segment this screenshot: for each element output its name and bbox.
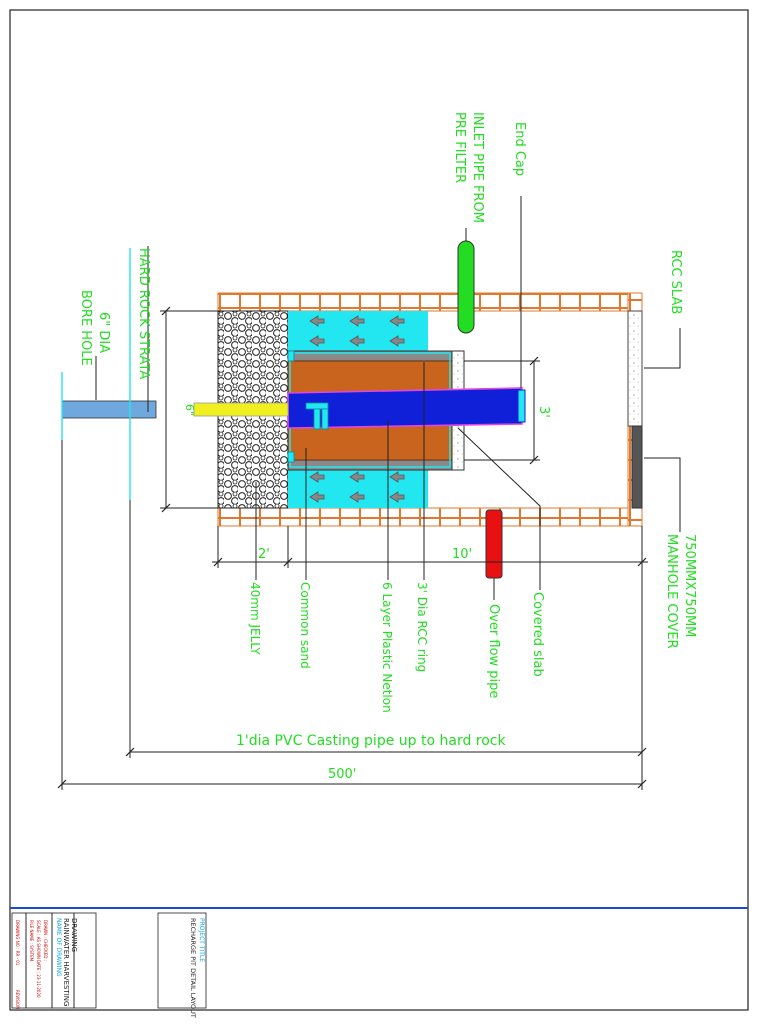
- bore-hole: [61, 400, 157, 419]
- label-manhole-cover-2: MANHOLE COVER: [664, 534, 679, 649]
- tb-scale: SCALE : AS SHOWN: [36, 920, 41, 959]
- rcc-slab: [627, 310, 643, 427]
- pit-top-brick-wall: [217, 292, 643, 312]
- manhole-cover: [631, 425, 643, 509]
- tb-drawing-line2: DRAWING: [70, 918, 78, 952]
- overflow-pipe: [485, 509, 503, 579]
- sheet-border: [9, 9, 749, 1011]
- tb-drawing-no: DRAWING NO : RR - 01: [15, 920, 20, 966]
- tb-project-head: PROJECT TITLE: [198, 918, 205, 962]
- label-inlet-pipe-1: INLET PIPE FROM: [470, 112, 485, 223]
- label-common-sand: Common sand: [298, 582, 312, 669]
- dim-five-hundred: 500': [328, 767, 356, 782]
- label-end-cap: End Cap: [512, 122, 527, 176]
- dim-ten-ft: 10': [452, 547, 472, 562]
- label-manhole-cover-1: 750MMX750MM: [682, 534, 697, 637]
- label-bore-1: 6" DIA: [96, 312, 111, 353]
- label-covered-slab: Covered slab: [530, 592, 545, 677]
- pipe-fittings: [287, 350, 329, 463]
- flow-arrows: [309, 315, 405, 503]
- label-plastic-netlon: 6 Layer Plastic Netlon: [380, 582, 394, 713]
- label-rcc-ring: 3' Dia RCC ring: [415, 582, 429, 672]
- tb-drawing-head: NAME OF DRAWING: [55, 918, 62, 977]
- rcc-ring-bottom: [287, 459, 457, 471]
- dim-six-inch: 6": [183, 404, 196, 416]
- dim-three-ft: 3': [536, 406, 551, 418]
- label-hard-rock: HARD ROCK STRATA: [136, 248, 151, 379]
- tb-drawing-line1: RAINWATER HARVESTING: [62, 918, 70, 1006]
- tb-revision: REVISION: [15, 990, 20, 1009]
- dim-two-ft: 2': [258, 547, 270, 562]
- tb-project-title: RECHARGE PIT DETAIL LAYOUT: [189, 918, 197, 1018]
- title-block: REVISION DRAWING NO : RR - 01 FILE NAME …: [11, 912, 207, 1018]
- pit-bottom-brick-wall: [217, 507, 643, 527]
- six-inch-stub: [193, 402, 289, 417]
- tb-drawn: DRAWN : CHECKED :: [43, 920, 48, 961]
- label-jelly: 40mm JELLY: [248, 582, 262, 655]
- tb-date: DATE : 23-11-2020: [36, 960, 41, 998]
- label-overflow-pipe: Over flow pipe: [486, 604, 501, 698]
- label-bore-2: BORE HOLE: [78, 290, 93, 366]
- dimension-lines: [61, 310, 648, 790]
- end-cap: [517, 389, 526, 423]
- label-inlet-pipe-2: PRE FILTER: [452, 112, 467, 183]
- inlet-pipe: [457, 240, 475, 334]
- tb-file-name: FILE NAME : SYSTEM: [29, 920, 34, 962]
- label-rcc-slab: RCC SLAB: [668, 250, 683, 314]
- label-casing-pipe: 1'dia PVC Casting pipe up to hard rock: [236, 733, 506, 749]
- dimension-ticks: [57, 306, 647, 789]
